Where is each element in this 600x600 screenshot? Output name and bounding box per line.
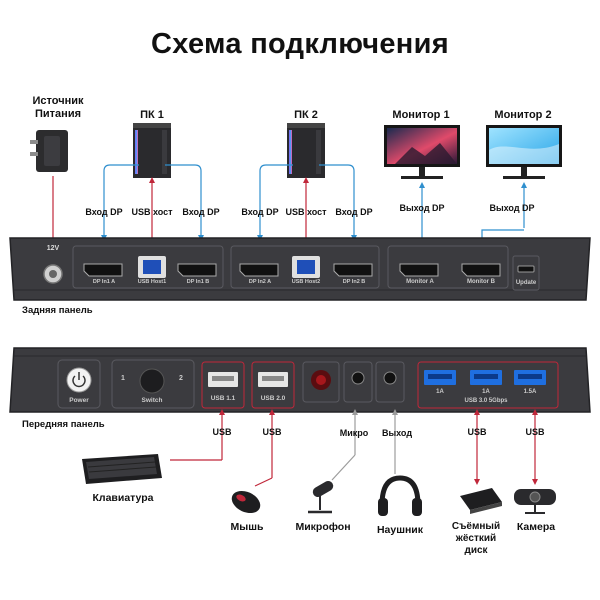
rear-dp-in1a-port [83, 263, 123, 277]
front-indicator-window [302, 361, 340, 403]
label-in-dp-1: Вход DP [85, 207, 123, 217]
front-switch-mark: Switch [141, 397, 163, 404]
hdd-label-line3: диск [464, 545, 488, 556]
monitor2-icon [486, 125, 562, 179]
label-out-dp-1: Выход DP [399, 203, 445, 213]
monitor2-label: Монитор 2 [494, 109, 552, 121]
page-title: Схема подключения [151, 28, 449, 60]
label-usb-1: USB [212, 427, 232, 437]
label-in-dp-4: Вход DP [335, 207, 373, 217]
microphone-label: Микрофон [295, 521, 351, 533]
power-source-label-line1: Источник [32, 95, 84, 107]
headphones-icon [378, 475, 422, 516]
monitor1-icon [384, 125, 460, 179]
power-adapter-icon [30, 130, 68, 172]
rear-voltage-mark: 12V [46, 245, 60, 252]
front-switch-button [111, 359, 195, 409]
front-amp3-mark: 1.5A [523, 389, 537, 395]
mouse-icon [231, 490, 261, 514]
label-usb-host-2: USB хост [285, 207, 327, 217]
front-panel-caption: Передняя панель [22, 419, 105, 430]
label-usb-2: USB [262, 427, 282, 437]
camera-icon [514, 489, 556, 514]
rear-monitor-a-mark: Monitor A [406, 279, 434, 285]
front-power-mark: Power [69, 397, 89, 404]
rear-usb-host1-port [138, 256, 166, 278]
rear-panel-caption: Задняя панель [22, 305, 93, 316]
front-usb30-port-3 [514, 370, 546, 385]
front-switch-2-mark: 2 [179, 375, 183, 382]
rear-update-port [512, 255, 540, 291]
front-usb20-port [251, 361, 295, 409]
label-in-dp-2: Вход DP [182, 207, 220, 217]
label-mic: Микро [339, 428, 369, 438]
rear-dp2a-mark: DP In2 A [248, 279, 272, 285]
rear-usbhost1-mark: USB Host1 [137, 279, 167, 285]
pc1-tower-icon [133, 123, 171, 178]
label-usb-host-1: USB хост [131, 207, 173, 217]
power-source-label-line2: Питания [35, 108, 81, 120]
hdd-label-line2: жёсткий [455, 533, 497, 544]
front-panel [9, 347, 591, 413]
rear-dc-port [43, 264, 63, 284]
front-power-button [57, 359, 101, 409]
pc2-label: ПК 2 [294, 109, 318, 121]
power-source-label: Источник Питания [18, 95, 98, 121]
rear-dp-in1b-port [177, 263, 217, 277]
rear-monitor-b-mark: Monitor B [467, 279, 495, 285]
front-usb30-port-1 [424, 370, 456, 385]
rear-update-mark: Update [515, 280, 537, 286]
label-usb-4: USB [525, 427, 545, 437]
rear-dp1a-mark: DP In1 A [92, 279, 116, 285]
rear-dp1b-mark: DP In1 B [186, 279, 210, 285]
hdd-label: Съёмный жёсткий диск [444, 521, 508, 557]
pc2-tower-icon [287, 123, 325, 178]
front-switch-1-mark: 1 [121, 375, 125, 382]
front-usb30-mark: USB 3.0 5Gbps [464, 398, 508, 404]
keyboard-icon [82, 454, 162, 484]
external-hdd-icon [460, 488, 502, 514]
microphone-icon [308, 481, 334, 514]
label-in-dp-3: Вход DP [241, 207, 279, 217]
label-usb-3: USB [467, 427, 487, 437]
front-usb20-mark: USB 2.0 [260, 395, 286, 402]
front-mic-jack [343, 361, 373, 403]
front-amp1-mark: 1A [436, 389, 444, 395]
monitor1-label: Монитор 1 [392, 109, 450, 121]
rear-dp-in2a-port [239, 263, 279, 277]
front-amp2-mark: 1A [482, 389, 490, 395]
rear-monitor-b-port [461, 263, 501, 277]
label-out: Выход [381, 428, 413, 438]
rear-panel [9, 237, 591, 301]
keyboard-label: Клавиатура [92, 492, 154, 504]
rear-dp-in2b-port [333, 263, 373, 277]
mouse-label: Мышь [230, 521, 264, 533]
headphones-label: Наушник [376, 524, 424, 536]
front-usb30-port-2 [470, 370, 502, 385]
pc1-label: ПК 1 [140, 109, 164, 121]
rear-usbhost2-mark: USB Host2 [291, 279, 321, 285]
label-out-dp-2: Выход DP [489, 203, 535, 213]
rear-usb-host2-port [292, 256, 320, 278]
front-usb11-mark: USB 1.1 [210, 395, 236, 402]
front-headphone-jack [375, 361, 405, 403]
front-usb11-port [201, 361, 245, 409]
camera-label: Камера [516, 521, 556, 533]
hdd-label-line1: Съёмный [451, 521, 501, 532]
rear-monitor-a-port [399, 263, 439, 277]
rear-dp2b-mark: DP In2 B [342, 279, 366, 285]
